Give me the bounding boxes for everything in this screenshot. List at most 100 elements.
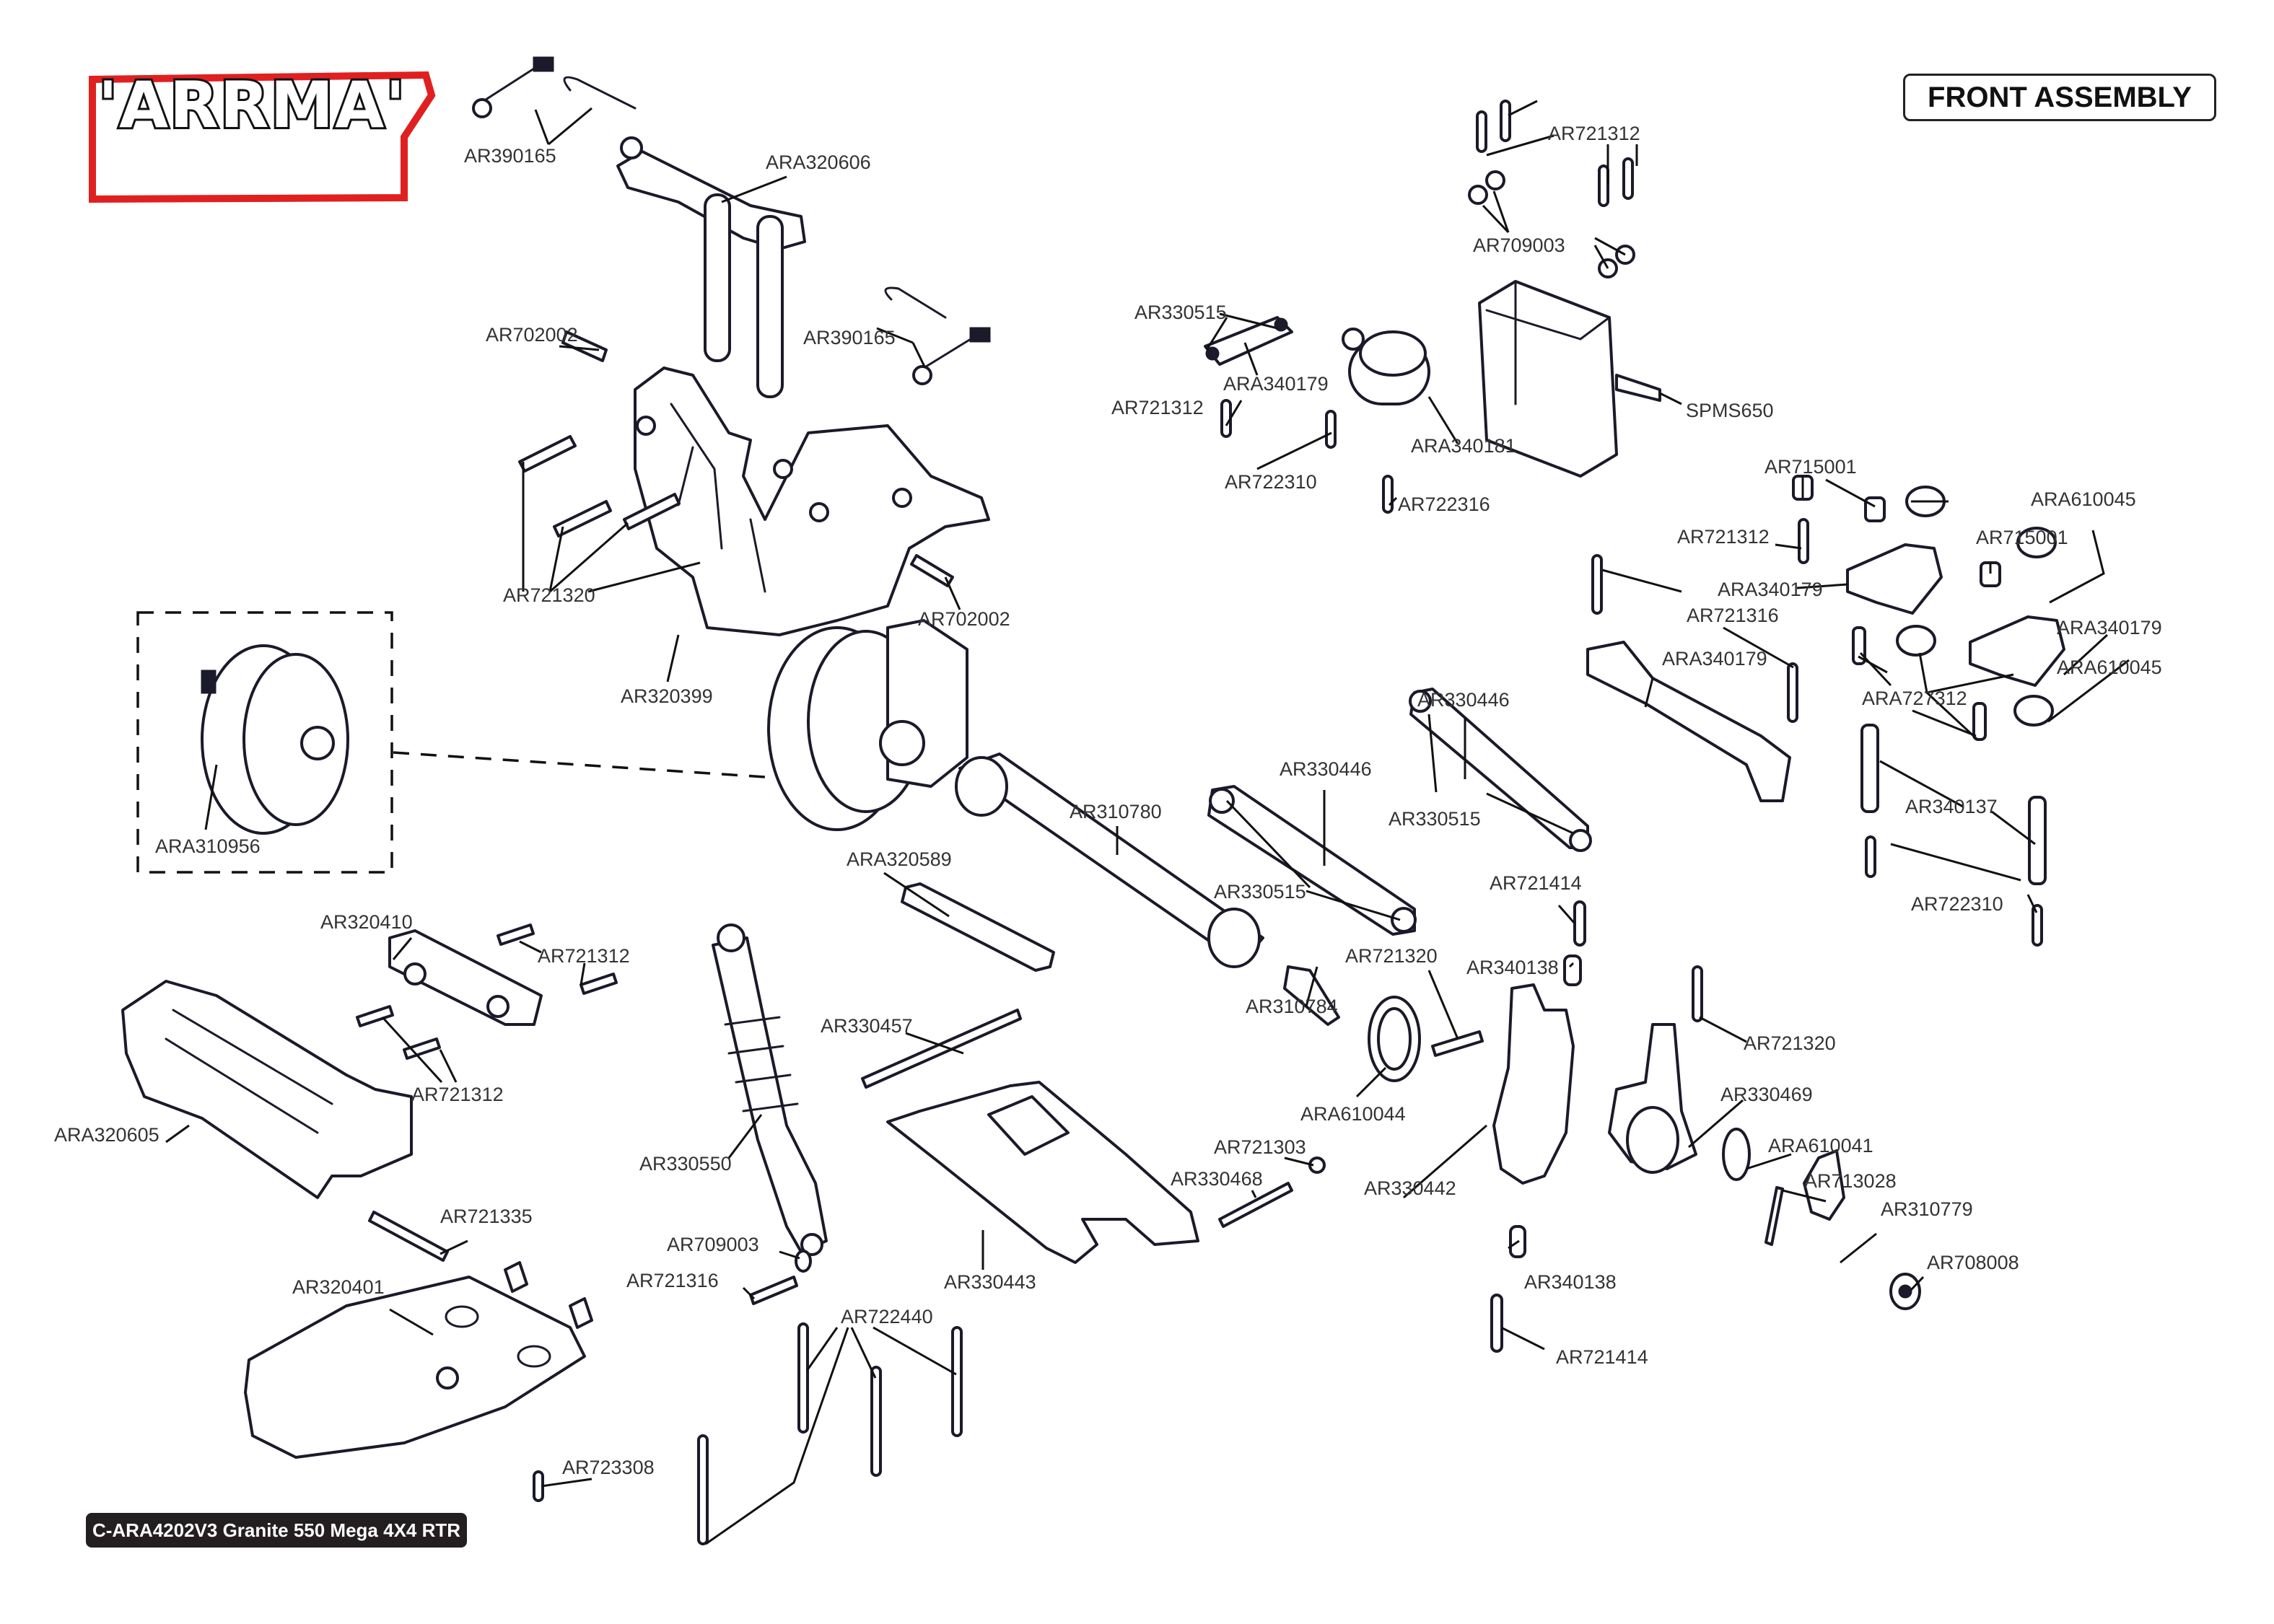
model-label-badge: C-ARA4202V3 Granite 550 Mega 4X4 RTR (86, 1513, 467, 1548)
part-bellcrank-a (1846, 543, 1943, 615)
section-title: FRONT ASSEMBLY (1928, 81, 2192, 113)
callout-ar721303: AR721303 (1214, 1136, 1306, 1158)
part-screw-ar702002-right (910, 554, 954, 587)
part-screw-ar721320-a (518, 435, 577, 473)
callout-ar330446-top: AR330446 (1417, 689, 1510, 711)
part-screw-ar721414-bottom (1490, 1294, 1503, 1353)
callout-ar390165-right: AR390165 (803, 327, 896, 348)
part-bumper-mount-ar320410 (388, 929, 543, 1026)
callout-ara610044: ARA610044 (1300, 1103, 1406, 1125)
part-screws-ar721312-servo (1476, 100, 1634, 207)
callout-ar721316-shock: AR721316 (626, 1270, 719, 1291)
logo-text: 'ARRMA' (98, 68, 406, 142)
part-screw-ar721320-hub (1431, 1030, 1484, 1057)
part-hinge-pin-ar330468 (1218, 1182, 1293, 1228)
callout-ar390165-top: AR390165 (464, 145, 556, 167)
callout-ara340181: ARA340181 (1411, 435, 1516, 457)
part-shock-ar330550 (712, 923, 828, 1256)
callout-ara310956: ARA310956 (155, 835, 261, 857)
part-servo-saver (1342, 328, 1430, 405)
callout-ar708008: AR708008 (1927, 1252, 2019, 1273)
part-steering-knuckle (1608, 1023, 1697, 1174)
callout-ar709003-shock: AR709003 (667, 1234, 759, 1255)
section-title-box: FRONT ASSEMBLY (1903, 74, 2216, 121)
callout-ar722310-servo: AR722310 (1225, 471, 1317, 493)
part-body-mount (616, 136, 806, 398)
part-steering-link-a (1409, 688, 1592, 852)
part-servo (1478, 280, 1661, 478)
callout-ara610045-right: ARA610045 (2057, 657, 2162, 678)
part-pins-ar722440 (697, 1322, 963, 1545)
part-bushing-ar340138-top (1563, 954, 1582, 986)
callout-ar330515-bottom: AR330515 (1214, 881, 1306, 903)
part-bumper-ara320605 (121, 980, 413, 1199)
callout-ar713028: AR713028 (1804, 1170, 1897, 1192)
leader-lines (165, 100, 2130, 1545)
callout-ara610041: ARA610041 (1768, 1135, 1873, 1156)
part-diff-gear-detail (201, 644, 349, 835)
callout-ar721414-bottom: AR721414 (1556, 1346, 1648, 1368)
callout-ar320399: AR320399 (621, 685, 713, 707)
callout-ar310780: AR310780 (1070, 801, 1162, 822)
part-bulkhead (634, 367, 990, 636)
part-screw-ar721320-c (623, 493, 681, 530)
part-screw-ar721312-crank (1798, 518, 1809, 564)
part-screw-ar721320-knuckle (1692, 965, 1703, 1022)
callout-ara610045-top: ARA610045 (2031, 488, 2136, 510)
callout-ar320410: AR320410 (320, 911, 413, 933)
callout-ara340179-right: ARA340179 (2057, 617, 2162, 638)
callout-ar330443: AR330443 (944, 1271, 1036, 1293)
detail-connector-line (393, 751, 777, 779)
part-screws-ar721312-bumper (356, 923, 618, 1060)
detail-box (136, 611, 393, 874)
part-servo-link (1204, 316, 1293, 366)
part-bellcrank-b (1969, 615, 2065, 687)
part-steering-rack (1586, 641, 1791, 802)
part-ara320589-brace (901, 882, 1055, 972)
callout-ar702002-right: AR702002 (918, 608, 1010, 630)
logo-badge-shape (89, 71, 436, 203)
callout-spms650: SPMS650 (1686, 400, 1774, 421)
part-screw-ar722316 (1382, 475, 1394, 514)
callout-ar721414-top: AR721414 (1490, 872, 1582, 894)
part-screws-ar721316 (1591, 554, 1798, 723)
callout-ar721320-bulkhead: AR721320 (503, 584, 595, 606)
callout-ar721312-servo: AR721312 (1548, 123, 1640, 144)
part-hex-ar310779 (1803, 1149, 1845, 1221)
part-pin-ar713028 (1764, 1186, 1784, 1246)
callout-ara340179-servo: ARA340179 (1223, 373, 1329, 395)
callout-ar721312-bumper-right: AR721312 (538, 945, 630, 967)
callout-ara340179-rack: ARA340179 (1662, 648, 1767, 670)
part-driveshaft (955, 752, 1264, 968)
part-steering-link-b (1207, 785, 1417, 936)
callout-ara320605: ARA320605 (54, 1124, 159, 1146)
callout-ar310779: AR310779 (1881, 1198, 1973, 1220)
callout-ar330550: AR330550 (639, 1153, 732, 1175)
callout-ar722310-right: AR722310 (1911, 893, 2003, 915)
part-axle-ar310784 (1283, 965, 1340, 1026)
callout-ar709003-servo: AR709003 (1473, 234, 1565, 256)
callout-ar702002-top: AR702002 (486, 324, 578, 346)
part-bearing-ara610044 (1368, 996, 1421, 1082)
callout-ara320606: ARA320606 (766, 152, 871, 173)
callout-ar310784: AR310784 (1246, 996, 1338, 1017)
arrma-logo: 'ARRMA' (89, 66, 436, 203)
part-screw-ar721320-b (553, 500, 612, 537)
part-body-clip-top (472, 56, 637, 118)
part-body-clip-right (884, 286, 991, 385)
callout-ar721312-link: AR721312 (1111, 397, 1204, 418)
part-screws-ar722310-right (1865, 835, 2043, 947)
part-spindle-carrier (1492, 983, 1575, 1185)
callout-ara727312: ARA727312 (1862, 688, 1967, 709)
callout-ar340138-bottom: AR340138 (1524, 1271, 1617, 1293)
part-pin-ar721335 (368, 1211, 449, 1262)
part-differential-assembly (767, 619, 968, 831)
callout-ar330446-bottom: AR330446 (1280, 758, 1372, 780)
part-hinge-pin-ar330457 (861, 1009, 1022, 1089)
callout-labels: AR390165 ARA320606 AR390165 AR702002 AR7… (54, 123, 2162, 1478)
callout-ar320401: AR320401 (292, 1276, 385, 1298)
part-screw-ar721316-shock (749, 1276, 798, 1305)
part-nut-ar708008 (1889, 1273, 1921, 1310)
callout-ar330457: AR330457 (821, 1015, 913, 1037)
callout-ara340179-crank: ARA340179 (1718, 579, 1823, 600)
